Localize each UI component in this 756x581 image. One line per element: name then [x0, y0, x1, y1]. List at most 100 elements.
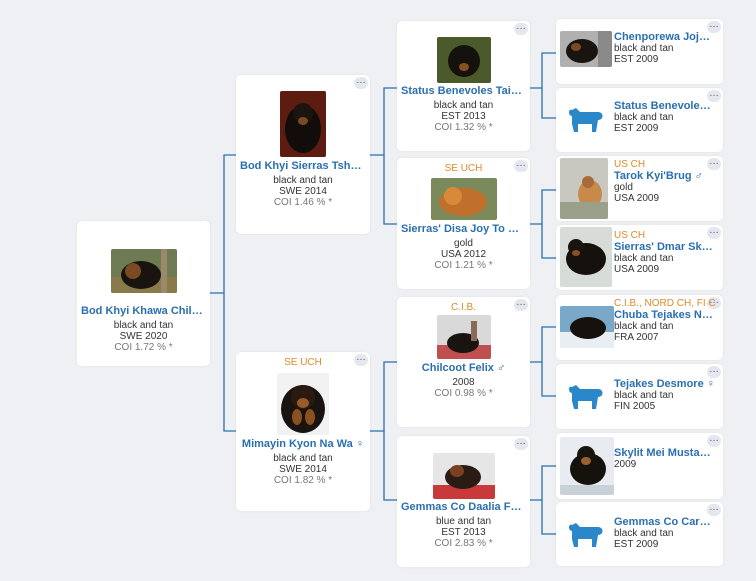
- dog-color: black and tan: [614, 43, 674, 54]
- dog-born: EST 2013: [441, 527, 486, 538]
- dog-photo[interactable]: [560, 306, 614, 348]
- dog-photo[interactable]: [560, 437, 614, 495]
- female-icon: ♀: [355, 438, 365, 450]
- dog-born: FRA 2007: [614, 332, 659, 343]
- dog-photo[interactable]: [110, 249, 177, 293]
- pedigree-card-great-grandparent[interactable]: … Chenporewa Jojo Jets... black and tan …: [556, 19, 723, 84]
- dog-born: EST 2009: [614, 539, 659, 550]
- more-options-button[interactable]: …: [707, 157, 721, 170]
- more-options-button[interactable]: …: [707, 20, 721, 33]
- dog-name[interactable]: Mimayin Kyon Na Wa ♀: [241, 438, 365, 450]
- dog-placeholder-icon: [560, 102, 612, 136]
- more-options-button[interactable]: …: [514, 159, 528, 172]
- dog-born: USA 2009: [614, 193, 660, 204]
- dog-born: 2008: [452, 377, 475, 388]
- dog-born: FIN 2005: [614, 401, 656, 412]
- more-options-button[interactable]: …: [514, 437, 528, 450]
- dog-coi: COI 1.72 % *: [114, 342, 173, 353]
- dog-born: EST 2009: [614, 123, 659, 134]
- dog-born: USA 2009: [614, 264, 660, 275]
- more-options-button[interactable]: …: [707, 296, 721, 309]
- dog-title: US CH: [614, 230, 646, 241]
- dog-color: gold: [454, 238, 473, 249]
- dog-name[interactable]: Gemmas Co Caramir...: [614, 516, 715, 528]
- male-icon: ♂: [496, 362, 506, 374]
- dog-title: C.I.B., NORD CH, FI CH, N...: [614, 298, 715, 309]
- pedigree-card-root[interactable]: Bod Khyi Khawa Chilali ♀ black and tan S…: [77, 221, 210, 366]
- dog-name[interactable]: Skylit Mei Mustang ♂: [614, 447, 714, 459]
- dog-coi: COI 1.21 % *: [434, 260, 493, 271]
- pedigree-card-great-grandparent[interactable]: … US CH Sierras' Dmar Skya ♀ black and t…: [556, 225, 723, 290]
- dog-coi: COI 1.32 % *: [434, 122, 493, 133]
- dog-name[interactable]: Status Benevoles Taiyang ♂: [401, 85, 526, 97]
- dog-coi: COI 2.83 % *: [434, 538, 493, 549]
- dog-name[interactable]: Status Benevoles Pe...: [614, 100, 715, 112]
- pedigree-card-sire[interactable]: … Bod Khyi Sierras Tsho Koo... black and…: [236, 75, 370, 234]
- more-options-button[interactable]: …: [707, 503, 721, 516]
- more-options-button[interactable]: …: [707, 434, 721, 447]
- dog-name[interactable]: Sierras' Disa Joy To Bod Kh...: [401, 223, 526, 235]
- dog-title: SE UCH: [444, 163, 483, 174]
- dog-name[interactable]: Chuba Tejakes Nama...: [614, 309, 715, 321]
- more-options-button[interactable]: …: [354, 353, 368, 366]
- dog-born: USA 2012: [440, 249, 487, 260]
- dog-photo[interactable]: [560, 227, 612, 287]
- dog-color: black and tan: [614, 528, 674, 539]
- pedigree-card-grandparent[interactable]: … Status Benevoles Taiyang ♂ black and t…: [397, 21, 530, 151]
- pedigree-card-grandparent[interactable]: … Gemmas Co Daalia For Mi... blue and ta…: [397, 436, 530, 567]
- dog-placeholder-icon: [560, 379, 612, 413]
- dog-name[interactable]: Sierras' Dmar Skya ♀: [614, 241, 714, 253]
- dog-born: SWE 2014: [279, 186, 327, 197]
- dog-color: black and tan: [614, 321, 674, 332]
- male-icon: ♂: [694, 170, 703, 182]
- pedigree-card-great-grandparent[interactable]: … US CH Tarok Kyi'Brug ♂ gold USA 2009: [556, 156, 723, 221]
- dog-color: black and tan: [273, 175, 333, 186]
- dog-name[interactable]: Chenporewa Jojo Jets...: [614, 31, 715, 43]
- dog-name[interactable]: Bod Khyi Sierras Tsho Koo...: [240, 160, 366, 172]
- dog-placeholder-icon: [560, 517, 612, 551]
- dog-color: gold: [614, 182, 633, 193]
- dog-photo[interactable]: [277, 373, 329, 435]
- pedigree-card-grandparent[interactable]: … C.I.B. Chilcoot Felix ♂ 2008 COI 0.98 …: [397, 297, 530, 427]
- dog-coi: COI 1.46 % *: [273, 197, 333, 208]
- dog-name[interactable]: Tejakes Desmore ♀: [614, 378, 715, 390]
- pedigree-card-dam[interactable]: … SE UCH Mimayin Kyon Na Wa ♀ black and …: [236, 352, 370, 511]
- dog-name[interactable]: Gemmas Co Daalia For Mi...: [401, 501, 526, 513]
- dog-title: SE UCH: [284, 357, 322, 368]
- dog-born: EST 2013: [441, 111, 486, 122]
- pedigree-card-great-grandparent[interactable]: … Gemmas Co Caramir... black and tan EST…: [556, 502, 723, 566]
- dog-color: black and tan: [614, 390, 674, 401]
- dog-born: SWE 2014: [279, 464, 327, 475]
- dog-born: EST 2009: [614, 54, 659, 65]
- pedigree-card-great-grandparent[interactable]: … Status Benevoles Pe... black and tan E…: [556, 88, 723, 152]
- more-options-button[interactable]: …: [514, 298, 528, 311]
- more-options-button[interactable]: …: [514, 22, 528, 35]
- more-options-button[interactable]: …: [707, 365, 721, 378]
- dog-photo[interactable]: [560, 158, 608, 219]
- dog-name[interactable]: Tarok Kyi'Brug ♂: [614, 170, 703, 182]
- pedigree-card-grandparent[interactable]: … SE UCH Sierras' Disa Joy To Bod Kh... …: [397, 158, 530, 289]
- dog-photo[interactable]: [436, 315, 491, 359]
- dog-color: black and tan: [614, 253, 674, 264]
- dog-photo[interactable]: [436, 37, 491, 83]
- dog-title: C.I.B.: [450, 302, 476, 313]
- dog-born: 2009: [614, 459, 637, 470]
- dog-photo[interactable]: [430, 178, 497, 220]
- more-options-button[interactable]: …: [354, 76, 368, 89]
- dog-name[interactable]: Bod Khyi Khawa Chilali ♀: [81, 305, 204, 317]
- pedigree-card-great-grandparent[interactable]: … Tejakes Desmore ♀ black and tan FIN 20…: [556, 364, 723, 429]
- dog-name[interactable]: Chilcoot Felix ♂: [421, 362, 506, 374]
- dog-photo[interactable]: [560, 31, 612, 67]
- dog-coi: COI 0.98 % *: [434, 388, 493, 399]
- dog-born: SWE 2020: [119, 331, 168, 342]
- dog-photo[interactable]: [432, 453, 495, 499]
- dog-color: black and tan: [614, 112, 674, 123]
- more-options-button[interactable]: …: [707, 226, 721, 239]
- more-options-button[interactable]: …: [707, 89, 721, 102]
- dog-photo[interactable]: [280, 91, 326, 157]
- pedigree-card-great-grandparent[interactable]: … C.I.B., NORD CH, FI CH, N... Chuba Tej…: [556, 295, 723, 360]
- pedigree-card-great-grandparent[interactable]: … Skylit Mei Mustang ♂ 2009: [556, 433, 723, 499]
- female-icon: ♀: [706, 378, 715, 390]
- dog-color: black and tan: [113, 320, 174, 331]
- dog-color: black and tan: [433, 100, 494, 111]
